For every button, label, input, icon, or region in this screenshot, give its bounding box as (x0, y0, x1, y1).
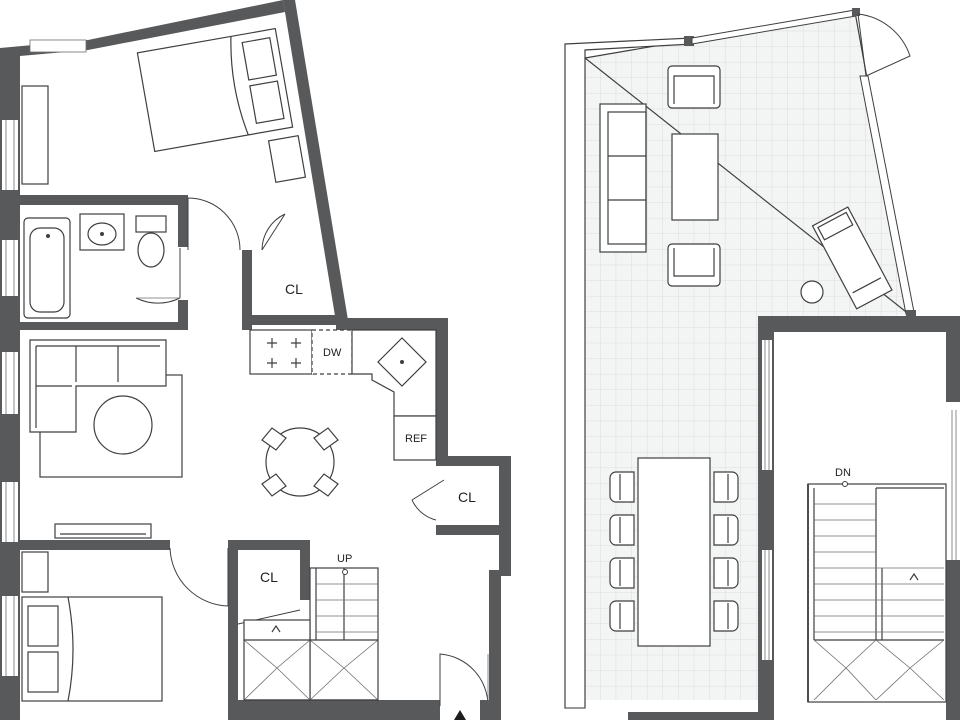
left-windows (2, 39, 87, 676)
coffee-table-deck (671, 133, 719, 221)
dishwasher (311, 329, 353, 375)
living-room (29, 339, 183, 539)
tv-console (54, 523, 152, 539)
stove (249, 329, 313, 375)
toilet-tank (135, 215, 167, 233)
deck-dining-set (609, 457, 739, 647)
kitchen: DW REF (249, 329, 437, 461)
armchair-bottom (667, 243, 721, 287)
bathtub (23, 217, 71, 319)
bedroom-door-swing (187, 197, 241, 251)
interior-walls (20, 195, 500, 720)
bedroom-upper (21, 27, 307, 185)
bathroom (23, 213, 181, 319)
dining-table-deck (637, 457, 711, 647)
dishwasher-label: DW (323, 347, 342, 359)
upper-level-plan: DN (564, 8, 960, 720)
entry-arrow-icon (454, 710, 466, 720)
nightstand (267, 135, 307, 183)
bed-upper (136, 27, 294, 153)
entry-door (439, 653, 489, 720)
closet-upper-label: CL (285, 281, 303, 297)
stair-up: UP (243, 553, 379, 701)
coffee-table (93, 395, 153, 455)
bedroom-lower-door-swing (169, 547, 229, 607)
sofa (599, 103, 647, 253)
stair-enclosure (758, 316, 960, 720)
armchair-top (667, 65, 721, 109)
closet-lower: CL (237, 569, 301, 625)
chaise-lounge (811, 206, 893, 310)
dining-set (261, 427, 339, 497)
deck-railing (564, 8, 916, 720)
closet-mid: CL (411, 479, 476, 521)
dresser (21, 85, 49, 185)
closet-mid-label: CL (458, 489, 476, 505)
dining-table (265, 427, 335, 497)
stair-down-label: DN (835, 467, 851, 479)
refrigerator-label: REF (405, 433, 427, 445)
lower-level-plan: CL (0, 0, 511, 720)
stair-down: DN (807, 467, 947, 703)
side-table (800, 280, 824, 304)
sectional-sofa (29, 339, 167, 433)
bedroom-lower (21, 551, 163, 702)
lounge-furniture (599, 65, 893, 310)
closet-upper: CL (261, 213, 303, 297)
toilet-bowl (137, 232, 165, 268)
stair-up-label: UP (337, 553, 352, 565)
nightstand-lower (21, 551, 49, 593)
closet-lower-label: CL (260, 569, 278, 585)
refrigerator (393, 415, 437, 461)
